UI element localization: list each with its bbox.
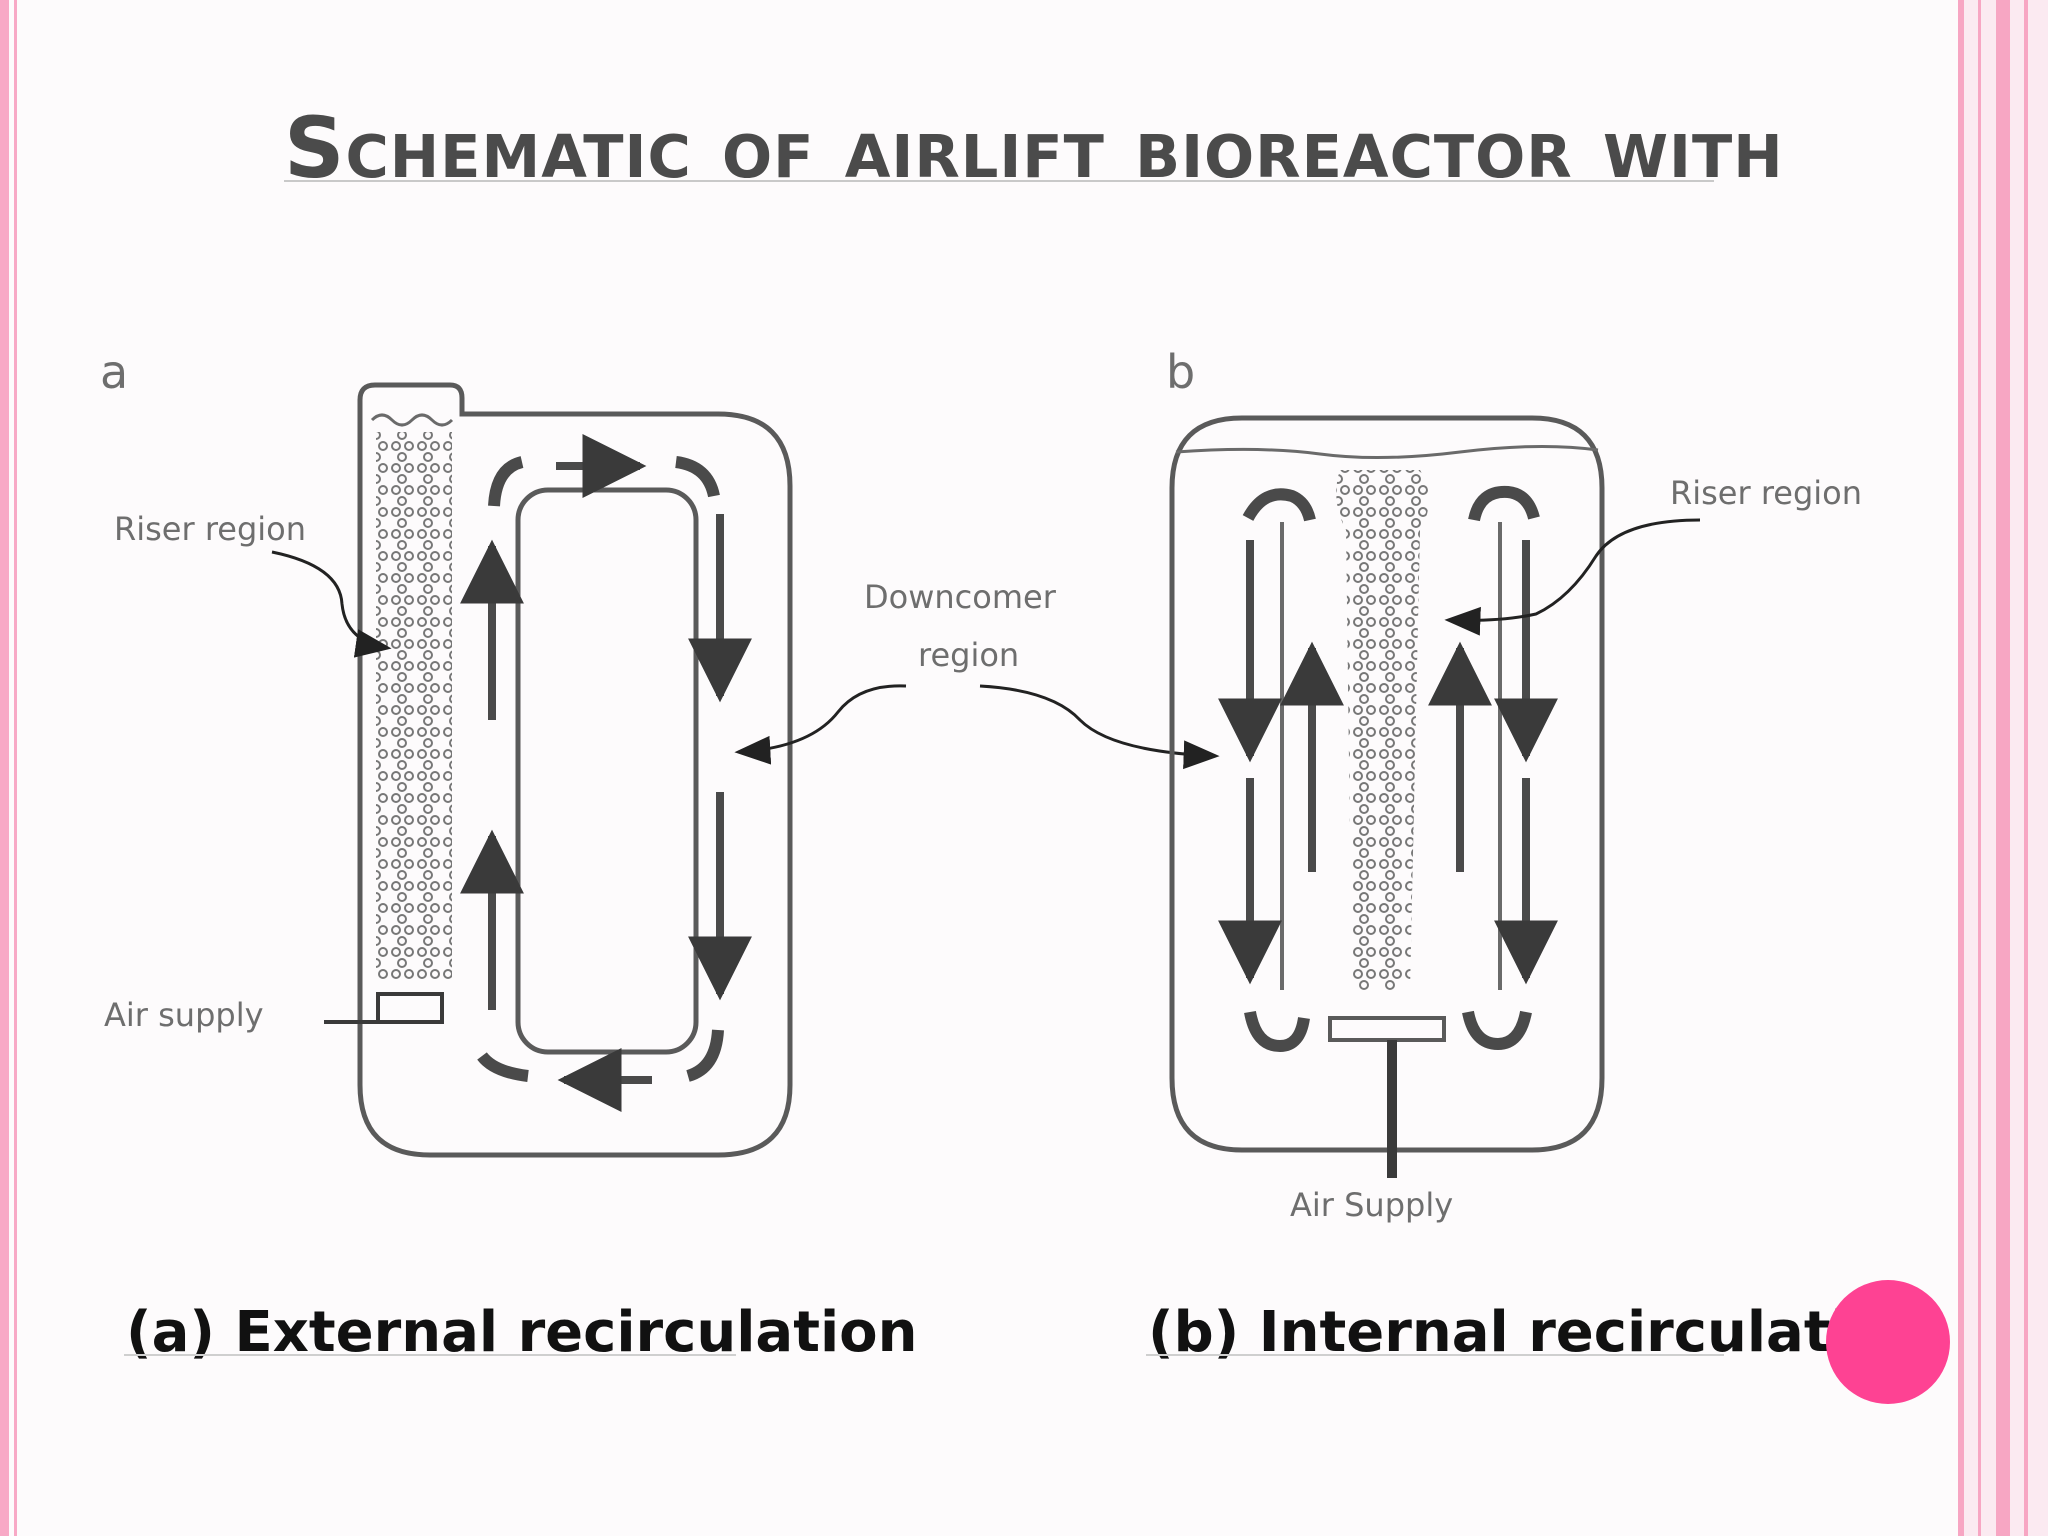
flow-arrow-turn — [1242, 488, 1316, 522]
panel-a-letter: a — [100, 345, 128, 399]
panel-b-letter: b — [1166, 345, 1195, 399]
caption-external-underline — [124, 1354, 736, 1356]
title-underline — [284, 180, 1714, 182]
air-sparger — [1328, 1016, 1446, 1042]
a-air-label: Air supply — [104, 996, 264, 1034]
left-border-inner — [14, 0, 17, 1536]
downcomer-leader-b — [979, 684, 1220, 770]
flow-arrow-turn — [1244, 1010, 1310, 1053]
right-border-line — [1996, 0, 2010, 1536]
flow-arrow-corner — [477, 1052, 529, 1082]
bubble-column — [376, 432, 452, 980]
caption-internal-underline — [1146, 1354, 1724, 1356]
b-riser-label: Riser region — [1670, 474, 1862, 512]
a-riser-leader — [271, 550, 392, 658]
outer-vessel — [357, 382, 793, 1158]
inner-wall — [515, 487, 699, 1055]
flow-arrow-turn — [1468, 485, 1540, 522]
flow-arrow-corner — [685, 1029, 724, 1082]
b-air-label: Air Supply — [1290, 1186, 1453, 1224]
a-riser-label: Riser region — [114, 510, 306, 548]
b-riser-leader — [1444, 518, 1701, 636]
internal-loop-reactor — [1169, 415, 1605, 1178]
liquid-surface — [370, 413, 454, 427]
bubble-column — [1336, 470, 1429, 990]
flow-arrow-turn — [1462, 1010, 1532, 1051]
flow-arrow-corner — [488, 456, 524, 507]
liquid-surface — [1175, 444, 1599, 460]
left-border-outer — [0, 0, 9, 1536]
downcomer-leader-a — [734, 684, 907, 765]
external-loop-reactor — [324, 382, 793, 1158]
downcomer-label-line1: Downcomer — [864, 578, 1057, 616]
right-border-line — [1958, 0, 1964, 1536]
right-border-line — [1978, 0, 1981, 1536]
accent-dot — [1826, 1280, 1950, 1404]
flow-arrow-corner — [674, 456, 720, 498]
air-sparger — [376, 992, 444, 1024]
right-border-line — [2024, 0, 2028, 1536]
downcomer-label-line2: region — [918, 636, 1019, 674]
